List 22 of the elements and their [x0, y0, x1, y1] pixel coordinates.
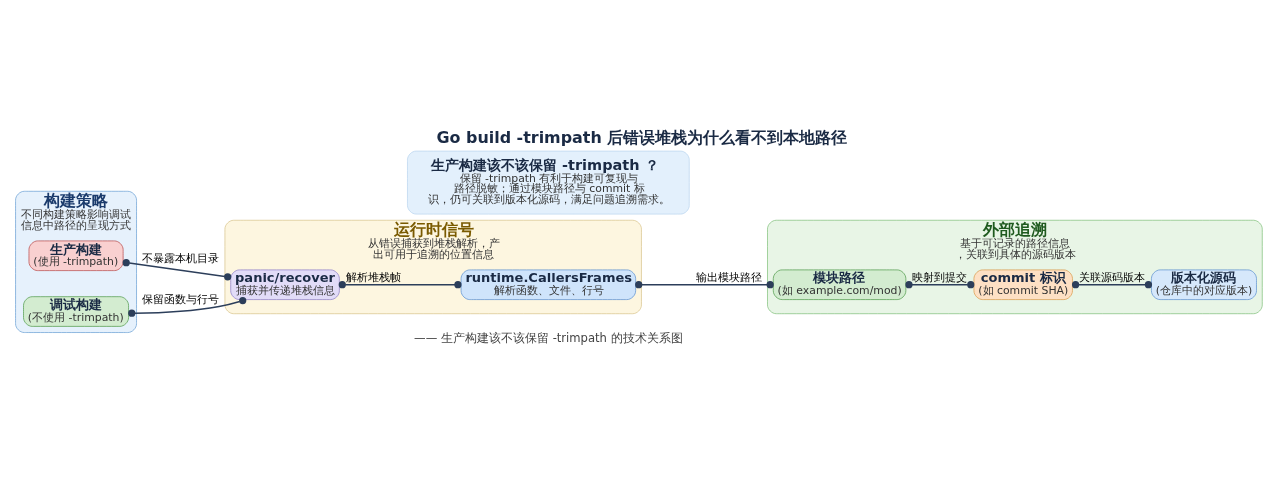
connector	[1071, 281, 1153, 289]
edge-label: 解析堆栈帧	[345, 271, 401, 285]
connector	[635, 281, 774, 289]
node-box: panic/recover 捕获并传递堆栈信息	[230, 269, 340, 300]
node-box: 调试构建 (不使用 -trimpath)	[23, 296, 129, 327]
node-box: 模块路径 (如 example.com/mod)	[772, 269, 907, 300]
node-box: commit 标识 (如 commit SHA)	[973, 269, 1073, 300]
node-box: 版本化源码 (仓库中的对应版本)	[1151, 269, 1257, 300]
label: —— 生产构建该不该保留 -trimpath 的技术关系图	[414, 330, 683, 345]
node-box: runtime.CallersFrames 解析函数、文件、行号	[460, 269, 636, 300]
edge-label: 输出模块路径	[695, 271, 762, 285]
edge-label: 映射到提交	[912, 271, 968, 285]
edge-label: 保留函数与行号	[142, 292, 220, 306]
node-box: 生产构建 (使用 -trimpath)	[28, 240, 124, 271]
connector	[338, 281, 462, 289]
connector	[905, 281, 975, 289]
edge-label: 不暴露本机目录	[142, 251, 220, 265]
connector	[128, 296, 247, 317]
edge-label: 关联源码版本	[1078, 271, 1145, 285]
diagram-title: Go build -trimpath 后错误堆栈为什么看不到本地路径	[436, 127, 848, 147]
node-box: 生产构建该不该保留 -trimpath ？ 保留 -trimpath 有利于构建可复现与路径脱敏；通过模块路径与 commit 标识，仍可关联到版本化源码，满足问题追溯需求。	[407, 150, 690, 215]
connector	[122, 259, 232, 281]
